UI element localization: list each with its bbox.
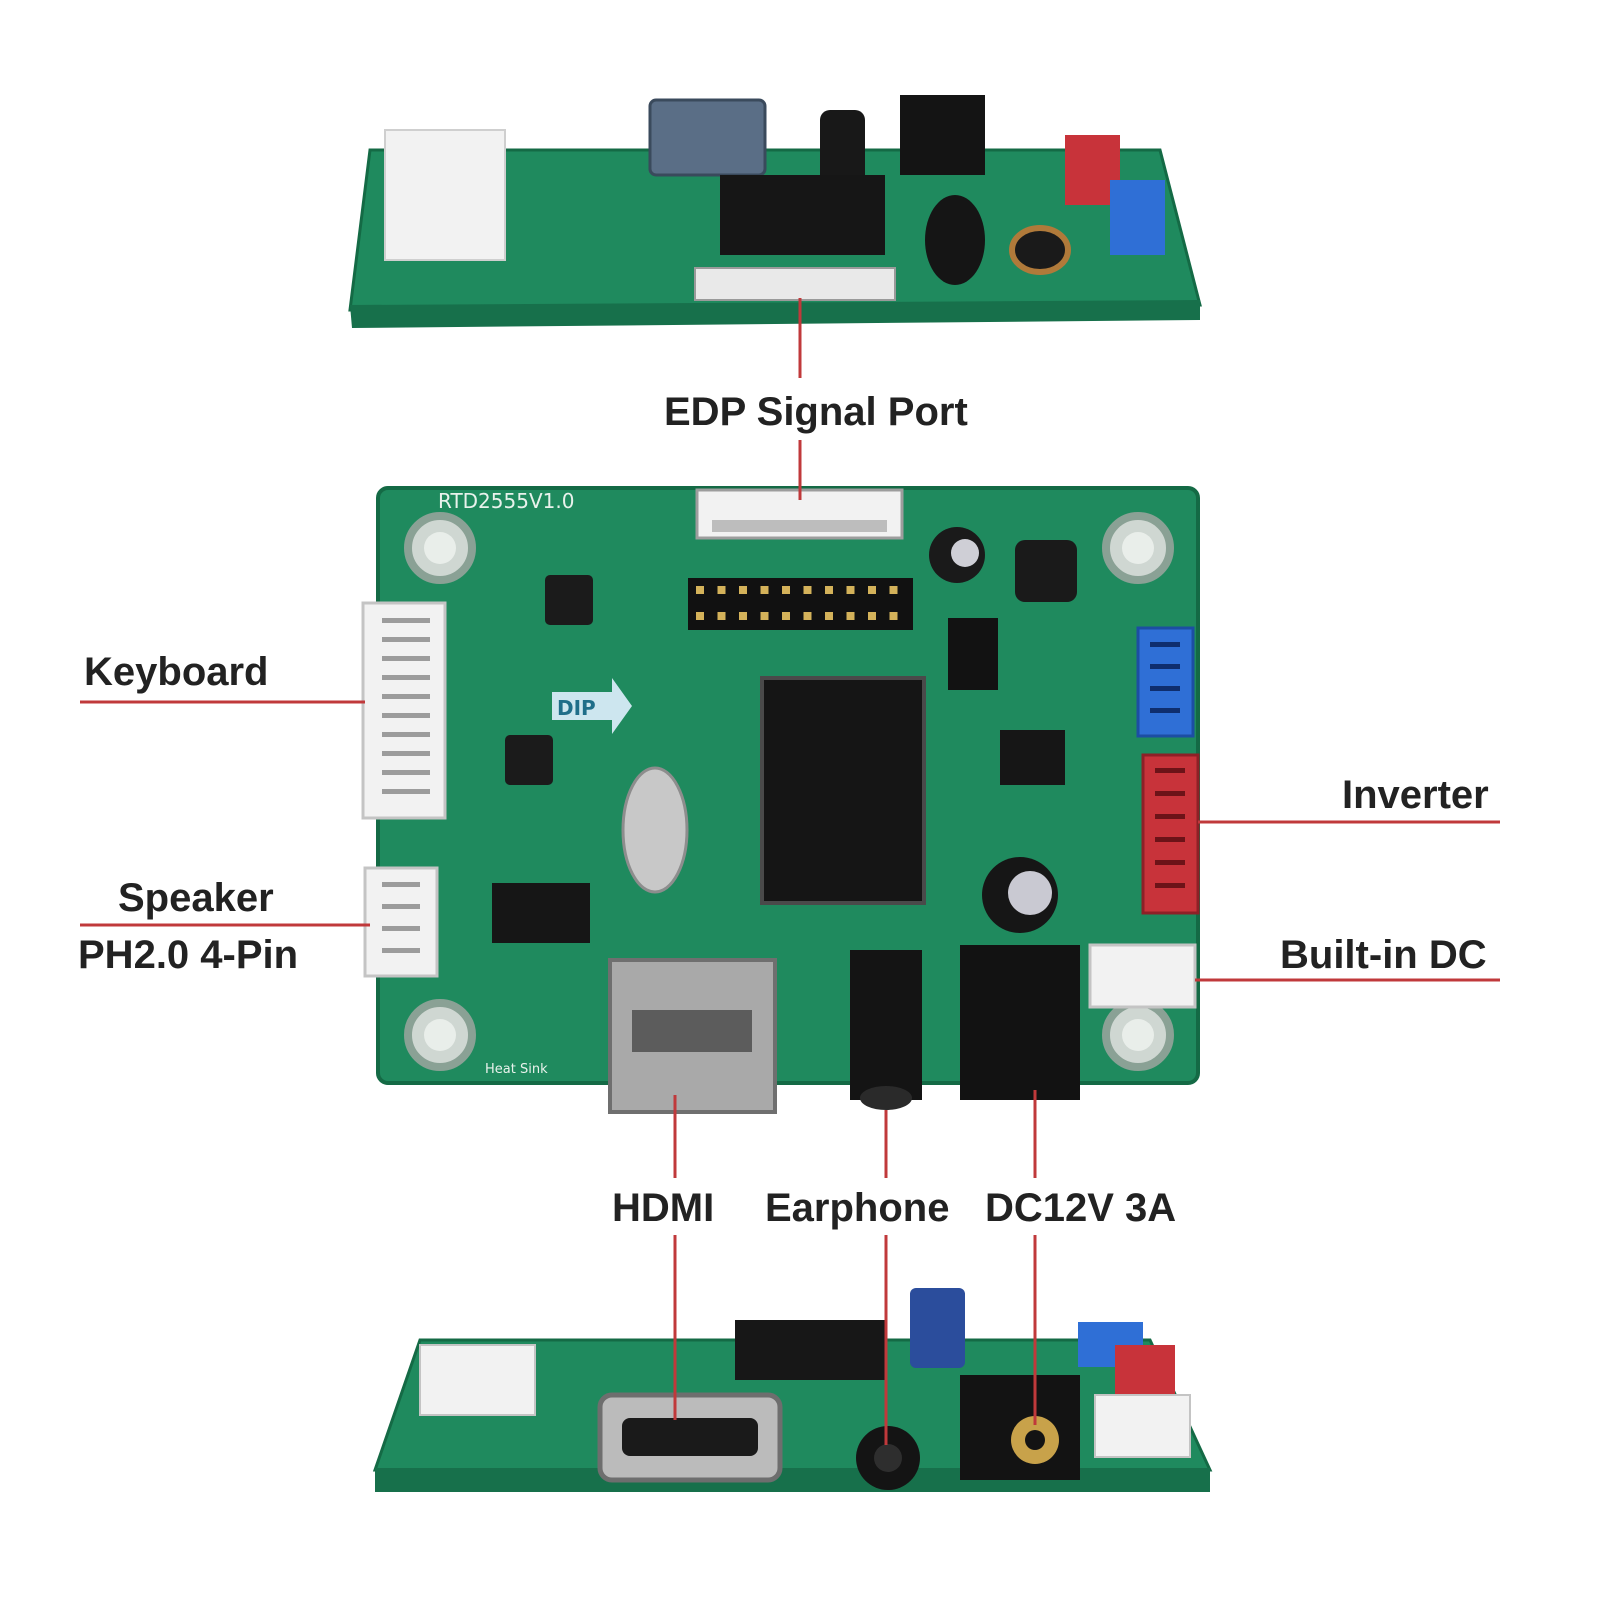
- keyboard-connector-pins: [382, 618, 430, 794]
- label-earphone: Earphone: [765, 1186, 950, 1230]
- header-pin: [846, 586, 855, 594]
- label-edp-signal-port: EDP Signal Port: [664, 390, 968, 434]
- label-keyboard: Keyboard: [84, 650, 269, 694]
- header-pin: [739, 612, 747, 620]
- blue-connector-pin: [1150, 708, 1180, 713]
- bottom-board-edge: [375, 1468, 1210, 1492]
- label-hdmi: HDMI: [612, 1186, 715, 1230]
- top-vga-connector: [648, 98, 767, 177]
- top-pin-header: [720, 175, 885, 255]
- header-pin: [739, 586, 747, 594]
- transistor-mid: [505, 735, 553, 785]
- header-pin: [803, 586, 812, 594]
- inverter-pin: [1155, 837, 1185, 842]
- main-scaler-chip: [760, 676, 926, 905]
- heatsink-silkscreen-text: Heat Sink: [485, 1062, 548, 1077]
- blue-connector-pins: [1150, 642, 1180, 713]
- earphone-jack: [850, 950, 922, 1100]
- inverter-pin: [1155, 860, 1185, 865]
- header-pin: [825, 612, 833, 620]
- speaker-pin: [382, 904, 420, 909]
- bottom-white-connector-right: [1094, 1394, 1191, 1458]
- transistor-top: [545, 575, 593, 625]
- header-pin: [868, 612, 876, 620]
- label-builtin-dc: Built-in DC: [1280, 933, 1487, 977]
- header-pin: [717, 586, 726, 594]
- inverter-pin: [1155, 791, 1185, 796]
- inverter-pin: [1155, 883, 1185, 888]
- speaker-pin: [382, 948, 420, 953]
- keyboard-pin: [382, 656, 430, 661]
- builtin-dc-connector: [1088, 943, 1197, 1009]
- header-pin: [825, 586, 833, 594]
- label-inverter: Inverter: [1342, 773, 1489, 817]
- speaker-pin: [382, 926, 420, 931]
- inverter-connector: [1141, 753, 1200, 915]
- main-board: RTD2555V1.0 DIP: [361, 486, 1200, 1114]
- keyboard-pin: [382, 789, 430, 794]
- header-pin: [868, 586, 876, 594]
- inverter-pin: [1155, 768, 1185, 773]
- top-dc-jack: [900, 95, 985, 175]
- mounting-holes: [404, 512, 1174, 1071]
- dip-marker-text: DIP: [557, 696, 596, 720]
- header-pin: [846, 612, 855, 620]
- pin-header-2x10: [688, 578, 913, 630]
- header-pin: [760, 612, 769, 620]
- keyboard-pin: [382, 751, 430, 756]
- header-pin: [696, 586, 704, 594]
- blue-connector-pin: [1150, 686, 1180, 691]
- bottom-pin-header: [735, 1320, 885, 1380]
- keyboard-pin: [382, 637, 430, 642]
- header-pin: [717, 612, 726, 620]
- top-side-view-board: [348, 95, 1202, 328]
- speaker-connector-pins: [382, 882, 420, 953]
- dc-power-jack: [960, 945, 1080, 1100]
- bottom-red-connector: [1115, 1345, 1175, 1395]
- silkscreen-model-text: RTD2555V1.0: [438, 489, 574, 513]
- header-pin: [696, 612, 704, 620]
- speaker-pin: [382, 882, 420, 887]
- top-edp-socket: [694, 267, 896, 301]
- bottom-capacitor: [910, 1288, 965, 1368]
- label-speaker-spec: PH2.0 4-Pin: [78, 933, 299, 977]
- header-pin: [889, 586, 898, 594]
- audio-amplifier-chip: [492, 883, 590, 943]
- crystal-oscillator: [621, 766, 689, 894]
- inductor-top: [1015, 540, 1077, 602]
- top-keyboard-connector: [384, 129, 506, 261]
- keyboard-pin: [382, 694, 430, 699]
- callout-leader-lines: [80, 298, 1500, 1445]
- keyboard-pin: [382, 675, 430, 680]
- pin-header-2x3: [948, 618, 998, 690]
- top-board-edge: [350, 300, 1200, 328]
- header-pin: [782, 612, 790, 620]
- top-blue-connector: [1110, 180, 1165, 255]
- header-pin: [760, 586, 769, 594]
- keyboard-pin: [382, 770, 430, 775]
- header-pin: [782, 586, 790, 594]
- label-speaker: Speaker: [118, 876, 274, 920]
- blue-connector-pin: [1150, 642, 1180, 647]
- top-capacitor: [925, 195, 985, 285]
- inverter-connector-pins: [1155, 768, 1185, 888]
- top-inductor: [1009, 225, 1071, 275]
- power-ic: [1000, 730, 1065, 785]
- top-audio-jack: [820, 110, 865, 190]
- keyboard-pin: [382, 732, 430, 737]
- pin-header-pins: [696, 586, 898, 620]
- header-pin: [889, 612, 898, 620]
- keyboard-connector: [361, 601, 447, 820]
- header-pin: [803, 612, 812, 620]
- keyboard-pin: [382, 618, 430, 623]
- bottom-white-connector-left: [419, 1344, 536, 1416]
- keyboard-pin: [382, 713, 430, 718]
- label-dc12v-3a: DC12V 3A: [985, 1186, 1177, 1230]
- inverter-pin: [1155, 814, 1185, 819]
- dip-arrow-marker: [552, 678, 632, 734]
- bottom-edge-view-board: [372, 1288, 1213, 1492]
- blue-connector-pin: [1150, 664, 1180, 669]
